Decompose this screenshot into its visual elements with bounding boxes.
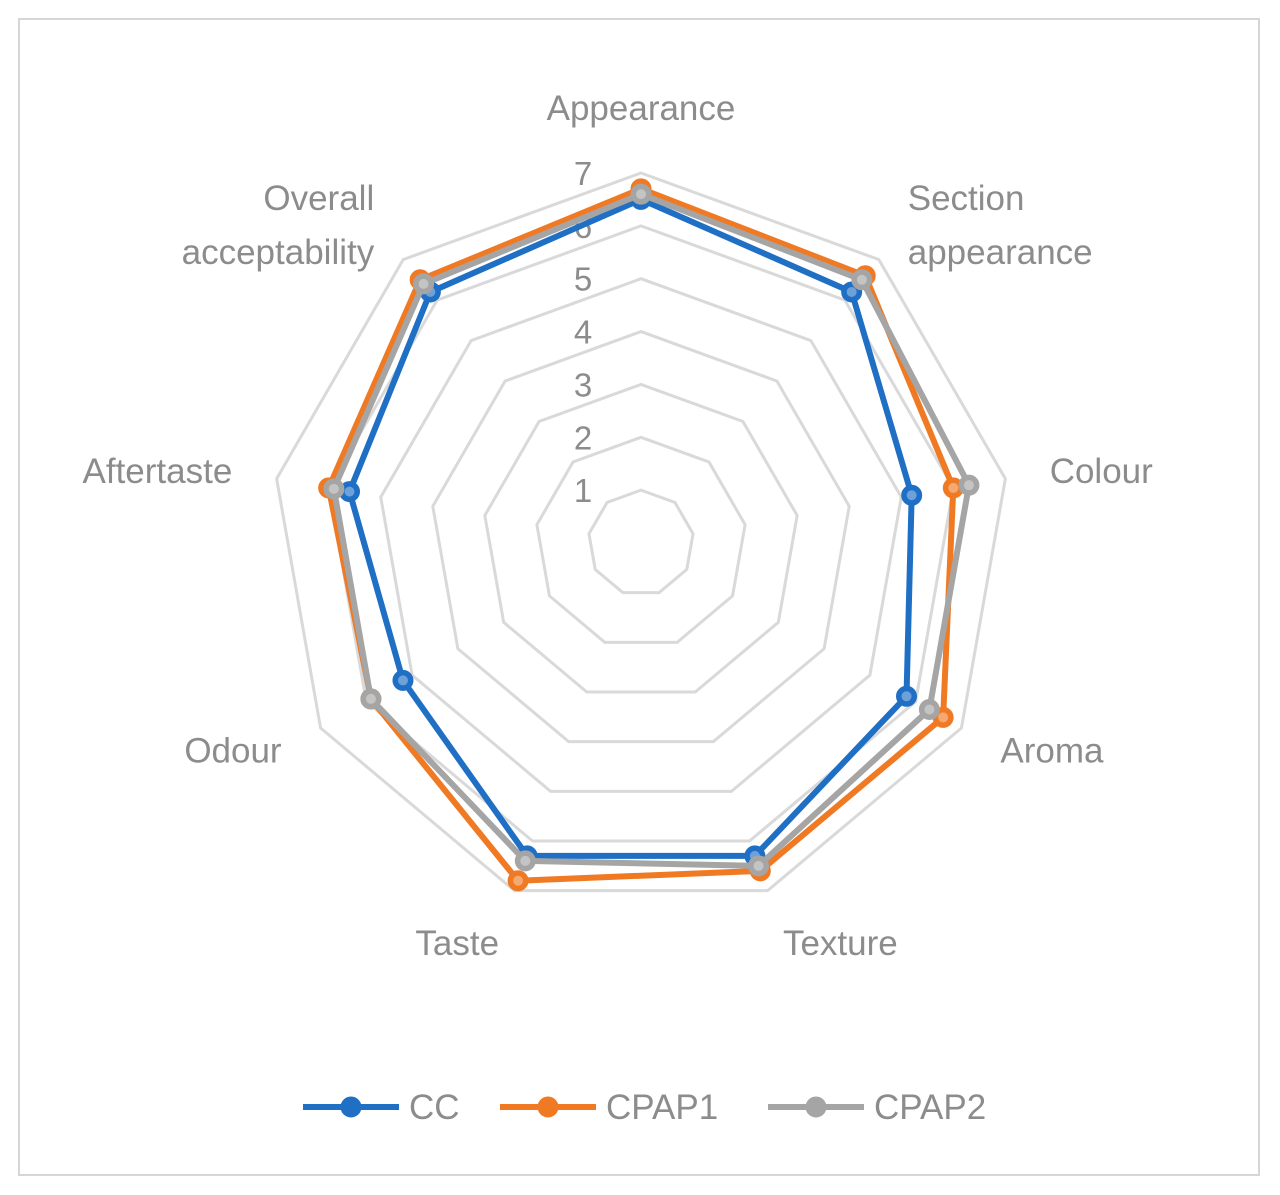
data-point-cpap2-section-appearance <box>851 269 873 291</box>
data-point-highlight <box>924 704 935 715</box>
radar-grid <box>275 171 1007 893</box>
category-label-colour: Colour <box>1050 452 1153 491</box>
legend-item-cpap2: CPAP2 <box>768 1088 986 1127</box>
data-point-highlight <box>948 482 959 493</box>
legend-swatch-marker <box>805 1096 827 1118</box>
data-point-highlight <box>520 855 531 866</box>
data-point-cpap2-odour <box>360 688 382 710</box>
category-label-texture: Texture <box>783 924 898 963</box>
legend-swatch-marker <box>537 1096 559 1118</box>
data-point-cc-aroma <box>895 685 917 707</box>
tick-label-5: 5 <box>574 261 592 298</box>
data-point-cpap2-taste <box>514 850 536 872</box>
legend: CC CPAP1 CPAP2 <box>303 1088 986 1127</box>
data-point-highlight <box>418 278 429 289</box>
data-point-cc-odour <box>392 669 414 691</box>
series-line-cc <box>346 196 915 859</box>
grid-ring-3 <box>483 382 799 694</box>
data-point-cpap2-texture <box>748 855 770 877</box>
data-point-highlight <box>938 712 949 723</box>
data-point-highlight <box>846 286 857 297</box>
legend-label-cpap2: CPAP2 <box>874 1088 986 1127</box>
category-label-line: acceptability <box>182 233 375 272</box>
category-label-line: Overall <box>263 179 374 218</box>
legend-item-cpap1: CPAP1 <box>500 1088 718 1127</box>
data-point-cpap2-aftertaste <box>323 478 345 500</box>
category-label-line: Texture <box>783 924 898 963</box>
category-label-section-appearance: Section appearance <box>908 179 1093 272</box>
data-point-highlight <box>906 490 917 501</box>
grid-ring-2 <box>535 435 747 644</box>
data-point-cpap2-appearance <box>630 183 652 205</box>
data-point-highlight <box>344 486 355 497</box>
category-label-line: Taste <box>415 924 499 963</box>
series-line-cpap1 <box>325 185 957 884</box>
tick-label-3: 3 <box>574 366 592 403</box>
data-point-cpap2-colour <box>958 474 980 496</box>
legend-label-cc: CC <box>409 1088 460 1127</box>
data-point-cpap1-taste <box>507 870 529 892</box>
data-point-highlight <box>963 480 974 491</box>
data-point-highlight <box>328 483 339 494</box>
data-point-highlight <box>513 875 524 886</box>
grid-ring-4 <box>431 329 851 744</box>
grid-ring-7 <box>275 171 1007 893</box>
data-point-cpap2-overall-acceptability <box>413 273 435 295</box>
series-line-cpap2 <box>330 191 972 869</box>
series-cpap2 <box>323 183 980 877</box>
data-point-highlight <box>397 675 408 686</box>
category-label-line: Section <box>908 179 1025 218</box>
data-point-highlight <box>753 860 764 871</box>
category-label-appearance: Appearance <box>547 89 736 128</box>
category-label-line: Appearance <box>547 89 736 128</box>
category-label-overall-acceptability: Overall acceptability <box>182 179 375 272</box>
legend-label-cpap1: CPAP1 <box>606 1088 718 1127</box>
category-label-taste: Taste <box>415 924 499 963</box>
data-point-cpap2-aroma <box>918 699 940 720</box>
legend-item-cc: CC <box>303 1088 460 1127</box>
category-label-line: Aroma <box>1000 732 1104 771</box>
grid-ring-6 <box>327 224 955 843</box>
data-point-highlight <box>901 691 912 702</box>
radar-series <box>318 178 980 892</box>
category-label-line: appearance <box>908 233 1093 272</box>
data-point-highlight <box>365 693 376 704</box>
legend-swatch-marker <box>340 1096 362 1118</box>
tick-label-2: 2 <box>574 419 592 456</box>
category-label-odour: Odour <box>184 732 282 771</box>
category-label-aroma: Aroma <box>1000 732 1104 771</box>
grid-ring-1 <box>587 488 695 595</box>
data-point-cc-colour <box>901 484 923 506</box>
tick-label-1: 1 <box>574 472 592 509</box>
category-label-aftertaste: Aftertaste <box>83 452 233 491</box>
tick-label-4: 4 <box>574 314 592 351</box>
category-label-line: Aftertaste <box>83 452 233 491</box>
grid-ring-5 <box>379 277 903 793</box>
tick-label-7: 7 <box>574 155 592 192</box>
data-point-highlight <box>856 274 867 285</box>
category-label-line: Colour <box>1050 452 1153 491</box>
category-label-line: Odour <box>184 732 282 771</box>
data-point-highlight <box>636 189 646 200</box>
chart-frame <box>18 18 1260 1176</box>
